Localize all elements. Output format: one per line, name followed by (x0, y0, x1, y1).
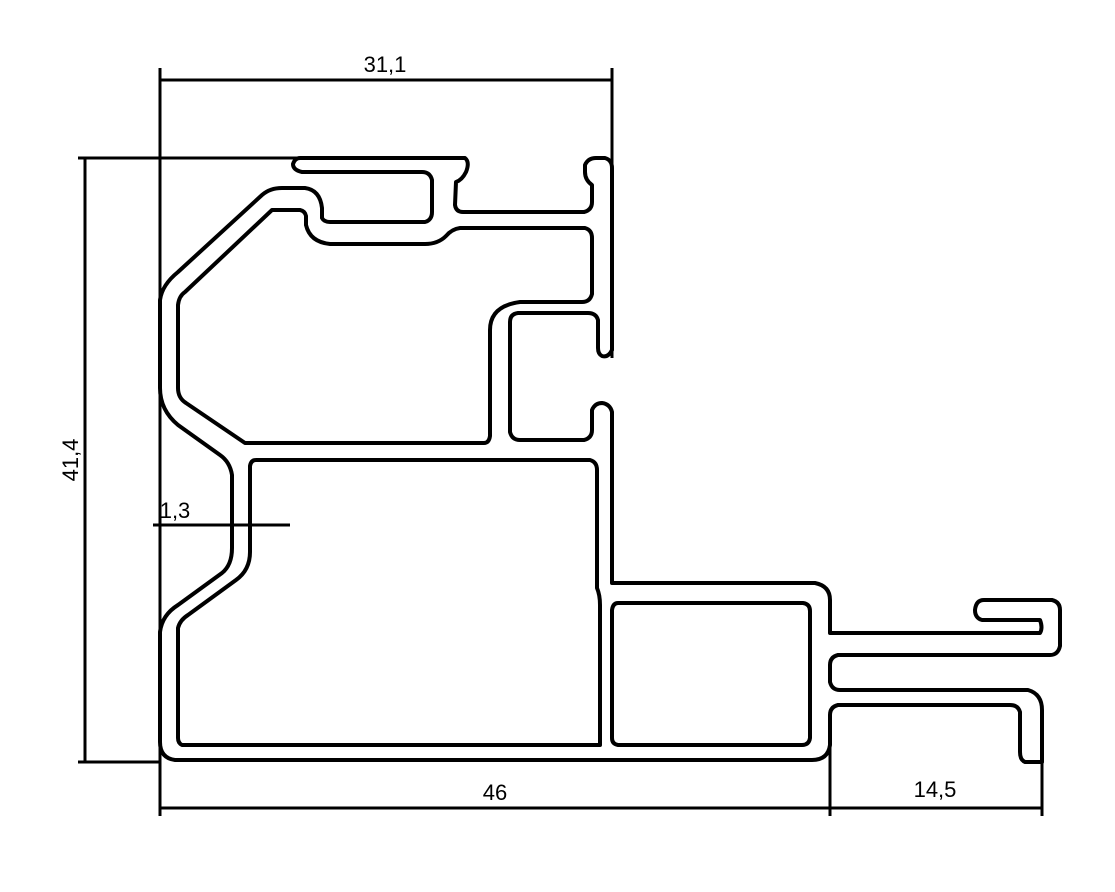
dimension-label-height: 41,4 (58, 439, 83, 482)
dimension-label-bottom-width: 46 (483, 780, 507, 805)
dimension-height: 41,4 (58, 156, 300, 764)
profile-small-chamber (610, 601, 812, 747)
dimension-label-flange-width: 14,5 (914, 777, 957, 802)
dimension-label-wall-thickness: 1,3 (160, 498, 191, 523)
profile-lower-chamber (176, 458, 602, 747)
dimension-bottom: 46 14,5 (158, 745, 1044, 816)
dimension-top: 31,1 (158, 52, 614, 760)
profile-upper-chamber (176, 208, 594, 445)
dimension-label-top-width: 31,1 (364, 52, 407, 77)
profile-section (158, 156, 1062, 764)
dimension-wall-thickness: 1,3 (153, 498, 290, 527)
